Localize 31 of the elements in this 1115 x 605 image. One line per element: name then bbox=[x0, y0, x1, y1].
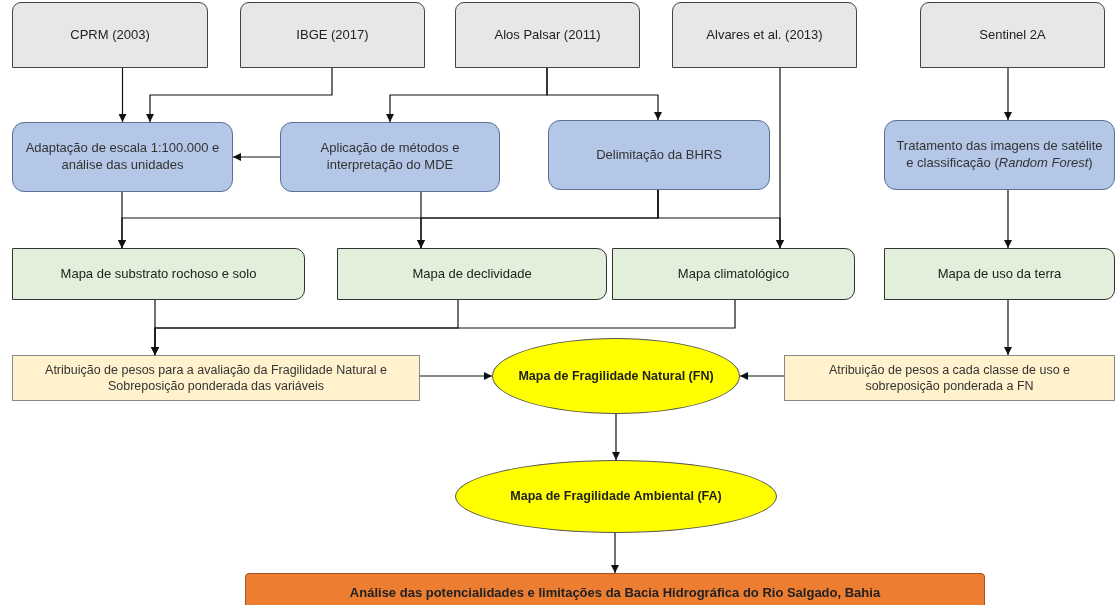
arrow bbox=[739, 372, 785, 380]
source-box: Sentinel 2A bbox=[920, 2, 1105, 68]
map-box: Mapa de substrato rochoso e solo bbox=[12, 248, 305, 300]
arrow bbox=[1004, 299, 1012, 356]
source-box: IBGE (2017) bbox=[240, 2, 425, 68]
method-note-box: Atribuição de pesos para a avaliação da Fragilidade Natural e Sobreposição ponderada das variáveis bbox=[12, 355, 420, 401]
process-box: Delimitação da BHRS bbox=[548, 120, 770, 190]
result-ellipse: Mapa de Fragilidade Natural (FN) bbox=[492, 338, 740, 414]
arrow bbox=[151, 299, 736, 356]
map-box: Mapa climatológico bbox=[612, 248, 855, 300]
arrow bbox=[232, 153, 281, 161]
source-box: Alvares et al. (2013) bbox=[672, 2, 857, 68]
arrow bbox=[118, 67, 127, 123]
process-box: Adaptação de escala 1:100.000 e análise das unidades bbox=[12, 122, 233, 192]
arrow bbox=[1004, 67, 1012, 121]
arrow bbox=[146, 67, 333, 123]
conclusion-box: Análise das potencialidades e limitações da Bacia Hidrográfica do Rio Salgado, Bahia bbox=[245, 573, 985, 605]
process-box: Tratamento das imagens de satélite e classificação (Random Forest) bbox=[884, 120, 1115, 190]
arrow bbox=[611, 532, 619, 574]
method-note-box: Atribuição de pesos a cada classe de uso e sobreposição ponderada a FN bbox=[784, 355, 1115, 401]
result-ellipse: Mapa de Fragilidade Ambiental (FA) bbox=[455, 460, 777, 533]
arrow bbox=[612, 413, 620, 461]
arrow bbox=[419, 372, 493, 380]
source-box: Alos Palsar (2011) bbox=[455, 2, 640, 68]
map-box: Mapa de uso da terra bbox=[884, 248, 1115, 300]
arrow bbox=[657, 189, 784, 249]
arrow bbox=[546, 67, 662, 121]
map-box: Mapa de declividade bbox=[337, 248, 607, 300]
arrow bbox=[1004, 189, 1012, 249]
source-box: CPRM (2003) bbox=[12, 2, 208, 68]
process-box: Aplicação de métodos e interpretação do MDE bbox=[280, 122, 500, 192]
